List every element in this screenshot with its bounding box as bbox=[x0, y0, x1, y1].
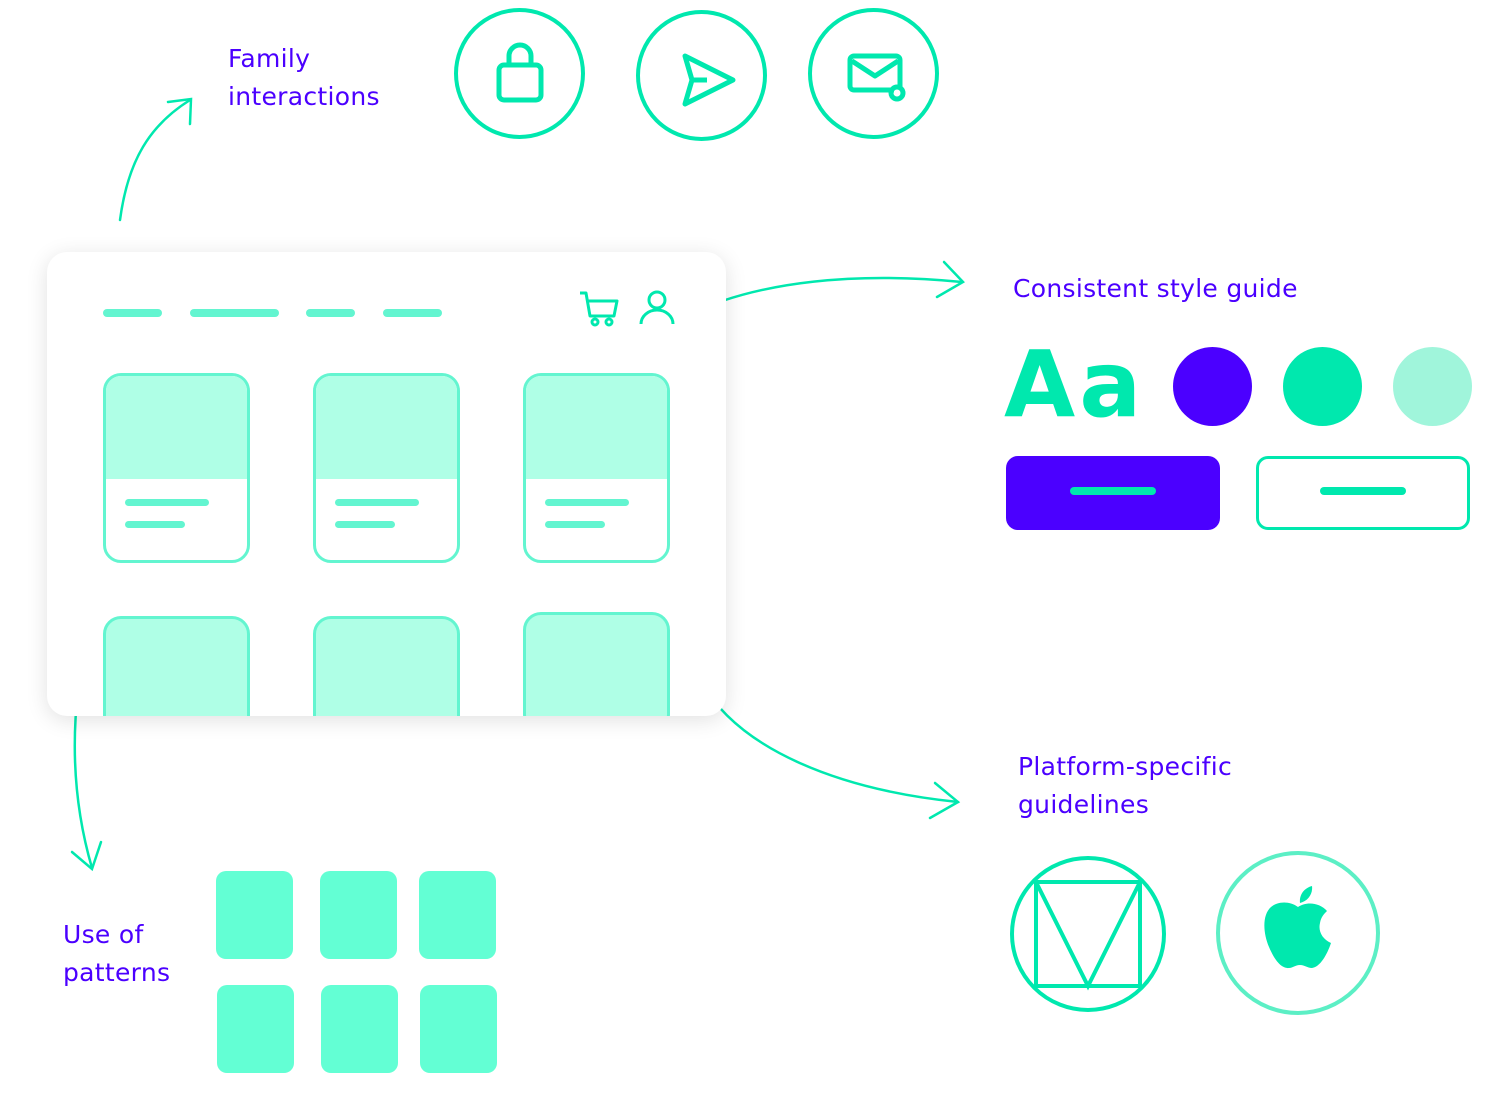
label-line: patterns bbox=[63, 958, 171, 987]
label-line: guidelines bbox=[1018, 790, 1150, 819]
user-icon bbox=[639, 290, 675, 325]
pattern-tile bbox=[216, 871, 293, 959]
apple-icon bbox=[1264, 886, 1331, 969]
product-card bbox=[103, 373, 250, 563]
material-design-icon bbox=[1010, 856, 1166, 1012]
primary-button-sample bbox=[1006, 456, 1220, 530]
label-line: Platform-specific bbox=[1018, 752, 1233, 781]
nav-item bbox=[103, 309, 162, 317]
secondary-button-sample bbox=[1256, 456, 1470, 530]
label-line: Family bbox=[228, 44, 311, 73]
patterns-label: Use of patterns bbox=[63, 916, 170, 992]
nav-item bbox=[306, 309, 355, 317]
color-swatch-pale bbox=[1393, 347, 1472, 426]
mail-settings-icon bbox=[808, 8, 939, 139]
color-swatch-accent bbox=[1283, 347, 1362, 426]
arrowhead-style bbox=[935, 260, 965, 299]
color-swatch-brand bbox=[1173, 347, 1252, 426]
platform-guidelines-label: Platform-specific guidelines bbox=[1018, 748, 1232, 824]
browser-mockup bbox=[47, 252, 726, 716]
apple-platform-badge bbox=[1216, 851, 1380, 1015]
pattern-tile bbox=[320, 871, 397, 959]
arrowhead-family bbox=[166, 97, 193, 126]
product-card bbox=[523, 612, 670, 716]
label-line: Use of bbox=[63, 920, 144, 949]
arrow-to-style-guide bbox=[686, 276, 964, 317]
label-line: interactions bbox=[228, 82, 380, 111]
product-card bbox=[313, 616, 460, 716]
send-icon bbox=[636, 10, 767, 141]
pattern-tile bbox=[217, 985, 294, 1073]
pattern-tile bbox=[419, 871, 496, 959]
arrow-to-patterns bbox=[73, 688, 94, 870]
arrowhead-platform bbox=[928, 781, 961, 820]
arrow-to-family bbox=[118, 98, 192, 222]
arrowhead-patterns bbox=[70, 840, 103, 872]
typography-sample: Aa bbox=[1004, 331, 1146, 438]
pattern-tile bbox=[321, 985, 398, 1073]
product-card bbox=[523, 373, 670, 563]
product-card bbox=[103, 616, 250, 716]
nav-item bbox=[190, 309, 279, 317]
family-interactions-label: Family interactions bbox=[228, 40, 380, 116]
product-card bbox=[313, 373, 460, 563]
pattern-tile bbox=[420, 985, 497, 1073]
arrow-to-platform bbox=[700, 681, 960, 804]
nav-item bbox=[383, 309, 442, 317]
cart-icon bbox=[580, 291, 619, 327]
style-guide-label: Consistent style guide bbox=[1013, 274, 1298, 303]
lock-icon bbox=[454, 8, 585, 139]
